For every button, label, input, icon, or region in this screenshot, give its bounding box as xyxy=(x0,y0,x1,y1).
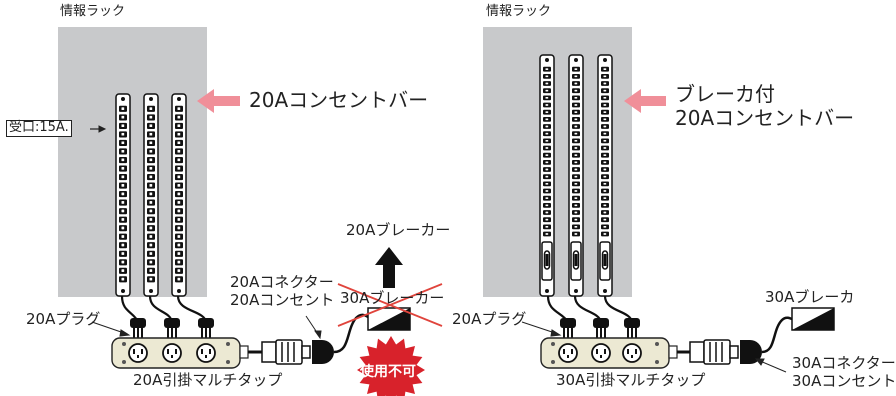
plug-callout-right xyxy=(521,321,562,337)
right-plug-heads xyxy=(560,318,640,328)
right-tap-label: 30A引掛マルチタップ xyxy=(556,371,706,389)
left-tap-label: 20A引掛マルチタップ xyxy=(133,371,283,389)
breaker-outlet-bar xyxy=(597,54,613,297)
right-bar-label-line1: ブレーカ付 xyxy=(675,82,775,106)
left-tap-cable xyxy=(248,339,311,365)
left-breaker-icon xyxy=(367,307,411,331)
left-outlet-bars xyxy=(115,93,187,297)
breaker-outlet-bar xyxy=(539,54,555,297)
connector-callout-left xyxy=(305,315,322,340)
connector-callout-right xyxy=(754,358,787,373)
plug-pins xyxy=(133,328,637,338)
left-bar-label: 20Aコンセントバー xyxy=(249,88,429,112)
left-rack-label: 情報ラック xyxy=(60,4,126,19)
right-breaker-label: 30Aブレーカ xyxy=(765,288,855,306)
left-tap-outlet-slots xyxy=(133,349,211,358)
bar-pointer-arrow-right xyxy=(624,89,666,113)
bar-pointer-arrow-left xyxy=(197,89,240,113)
right-connector xyxy=(740,340,762,364)
outlet-bar xyxy=(115,93,131,297)
left-connector xyxy=(312,340,334,364)
plug-callout-left xyxy=(91,321,131,337)
left-connector-label-line2: 20Aコンセント xyxy=(230,291,335,309)
right-connector-cord xyxy=(761,316,795,354)
crossed-breaker-label: 30Aブレーカー xyxy=(340,289,445,307)
inlet-rating-label: 受口:15A. xyxy=(6,120,72,137)
outlet-bar xyxy=(171,93,187,297)
right-connector-label-line1: 30Aコネクター xyxy=(792,354,896,372)
warning-burst xyxy=(357,336,425,396)
breaker-outlet-bar xyxy=(568,54,584,297)
outlet-bar xyxy=(143,93,159,297)
inlet-arrow xyxy=(90,125,107,133)
right-tap-cable xyxy=(677,339,739,365)
breaker-cross-mark xyxy=(337,283,443,327)
left-plug-heads xyxy=(130,318,214,328)
required-breaker-label: 20Aブレーカー xyxy=(346,221,451,239)
right-breaker-icon xyxy=(791,307,835,331)
right-cords xyxy=(546,295,634,323)
left-tap-outlets xyxy=(128,343,216,363)
warning-badge-text: 使用不可 xyxy=(360,364,416,380)
left-plug-label: 20Aプラグ xyxy=(26,310,101,328)
right-plug-label: 20Aプラグ xyxy=(452,310,527,328)
right-outlet-bars xyxy=(539,54,613,297)
upgrade-arrow xyxy=(375,247,403,288)
right-tap-outlets xyxy=(558,343,642,363)
right-bar-label-line2: 20Aコンセントバー xyxy=(675,106,855,130)
right-tap-outlet-slots xyxy=(563,349,637,358)
right-rack-label: 情報ラック xyxy=(486,4,552,19)
right-connector-label-line2: 30Aコンセント xyxy=(792,372,896,390)
left-connector-label-line1: 20Aコネクター xyxy=(230,273,334,291)
